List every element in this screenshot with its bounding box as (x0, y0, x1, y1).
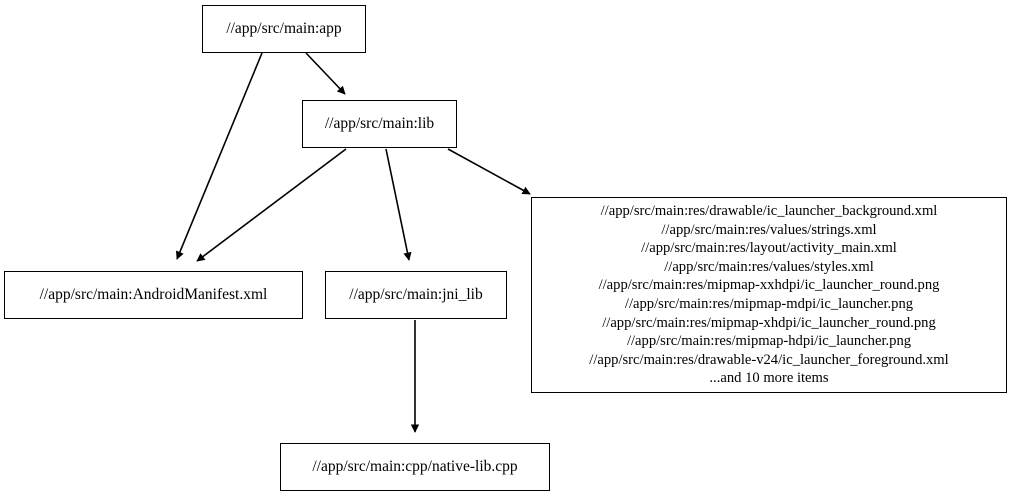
res-more-items-label: ...and 10 more items (709, 370, 829, 387)
node-jni-lib-label: //app/src/main:jni_lib (349, 285, 483, 303)
edge-lib-to-manifest (196, 148, 347, 262)
node-native-lib-cpp[interactable]: //app/src/main:cpp/native-lib.cpp (280, 443, 550, 491)
res-line-2: //app/src/main:res/values/strings.xml (661, 221, 877, 238)
res-line-4: //app/src/main:res/values/styles.xml (664, 258, 874, 275)
node-lib-label: //app/src/main:lib (324, 114, 435, 132)
node-android-manifest-label: //app/src/main:AndroidManifest.xml (39, 285, 268, 303)
res-line-5: //app/src/main:res/mipmap-xxhdpi/ic_laun… (598, 277, 940, 294)
node-lib[interactable]: //app/src/main:lib (302, 100, 457, 148)
res-line-8: //app/src/main:res/mipmap-hdpi/ic_launch… (626, 333, 912, 350)
res-line-3: //app/src/main:res/layout/activity_main.… (641, 240, 897, 257)
node-android-manifest[interactable]: //app/src/main:AndroidManifest.xml (4, 271, 303, 319)
res-line-6: //app/src/main:res/mipmap-mdpi/ic_launch… (624, 296, 914, 312)
edge-app-to-lib (305, 52, 346, 95)
node-jni-lib[interactable]: //app/src/main:jni_lib (325, 271, 507, 319)
res-line-9: //app/src/main:res/drawable-v24/ic_launc… (589, 351, 949, 368)
edge-lib-to-res (447, 148, 531, 195)
res-line-1: //app/src/main:res/drawable/ic_launcher_… (600, 203, 938, 220)
edge-app-to-manifest (176, 52, 263, 260)
node-native-lib-cpp-label: //app/src/main:cpp/native-lib.cpp (312, 457, 518, 475)
node-res-files[interactable]: //app/src/main:res/drawable/ic_launcher_… (531, 197, 1007, 393)
res-line-7: //app/src/main:res/mipmap-xhdpi/ic_launc… (602, 314, 936, 331)
node-app[interactable]: //app/src/main:app (202, 5, 366, 53)
edge-lib-to-jni-lib (385, 148, 412, 261)
node-app-label: //app/src/main:app (226, 19, 342, 37)
